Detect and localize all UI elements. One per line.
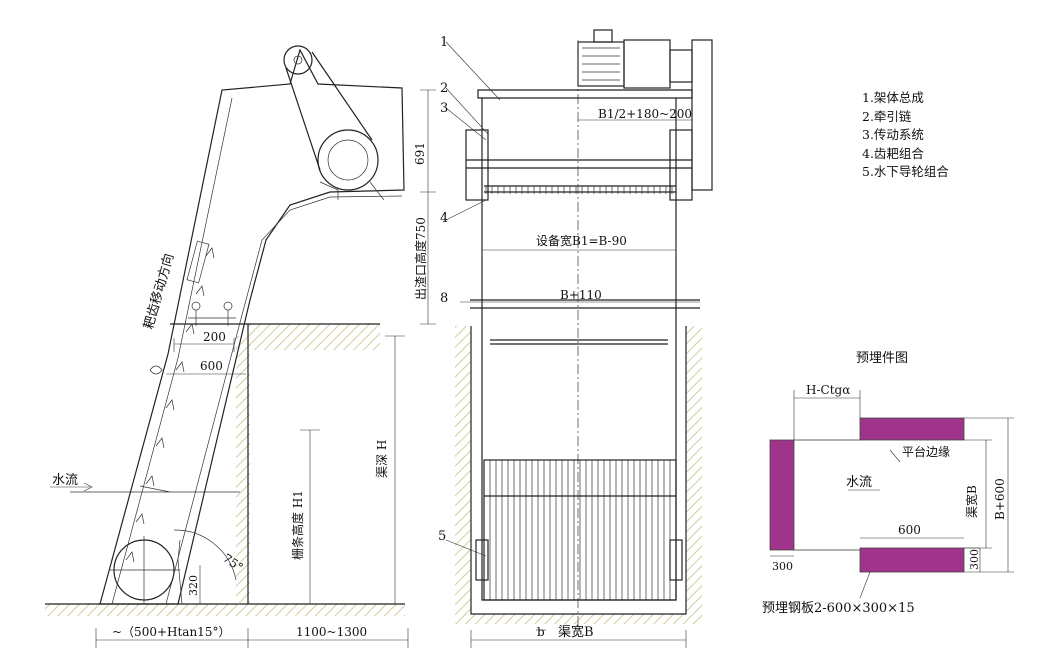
parts-legend: 1.架体总成 2.牵引链 3.传动系统 4.齿耙组合 5.水下导轮组合 xyxy=(862,89,949,182)
plate-bottom xyxy=(859,547,965,573)
legend-item-3: 3.传动系统 xyxy=(862,127,924,142)
frame-outline xyxy=(99,48,405,605)
embed-dim-300-left: 300 xyxy=(772,560,793,573)
platform-hatch xyxy=(248,324,380,350)
embed-water-flow: 水流 xyxy=(846,475,872,490)
bar-screen xyxy=(475,459,683,601)
embed-dim-600: 600 xyxy=(898,523,921,537)
bottom-right-dim: 1100~1300 xyxy=(296,625,367,639)
channel-depth-label: 渠深 H xyxy=(375,440,389,478)
embed-title: 预埋件图 xyxy=(856,351,908,366)
ground-hatch-left xyxy=(45,604,405,616)
label-1: 1 xyxy=(440,35,448,50)
grille-height-label: 栅条高度 H1 xyxy=(290,490,305,560)
label-3: 3 xyxy=(440,101,448,116)
drive-pulley xyxy=(317,129,379,191)
steel-plate-label: 预埋钢板2-600×300×15 xyxy=(762,601,915,616)
dim-320: 320 xyxy=(187,575,200,596)
b-mark: b xyxy=(537,625,545,639)
label-5: 5 xyxy=(438,529,446,544)
front-ground-right xyxy=(686,326,702,614)
h-ctg-dim: H-Ctgα xyxy=(806,383,850,397)
rake-direction-label: 耙齿移动方向 xyxy=(140,252,177,331)
label-8: 8 xyxy=(440,291,448,306)
dim-200: 200 xyxy=(203,330,226,344)
top-sprocket xyxy=(283,45,313,75)
channel-wall-hatch xyxy=(236,336,250,604)
equipment-width-dim: 设备宽B1=B-90 xyxy=(536,233,627,248)
embed-view: 预埋件图 H-Ctgα 平台边缘 水流 渠宽B B+600 600 300 30… xyxy=(762,351,1014,616)
front-frame xyxy=(481,98,677,601)
embed-b-plus-600: B+600 xyxy=(993,478,1007,520)
legend-item-4: 4.齿耙组合 xyxy=(862,145,924,161)
embed-dim-300-right: 300 xyxy=(968,549,981,570)
label-4: 4 xyxy=(440,211,448,226)
legend-item-2: 2.牵引链 xyxy=(862,108,912,124)
embed-channel-width: 渠宽B xyxy=(964,485,979,518)
plate-top xyxy=(859,417,965,441)
plate-left xyxy=(769,439,795,551)
front-view: 1 2 3 4 5 8 B1/2+180~200 设备宽B1=B-90 B+11… xyxy=(438,29,713,648)
label-2: 2 xyxy=(440,81,448,96)
front-ground-left xyxy=(455,326,471,614)
side-view: 耙齿移动方向 水流 200 600 320 75° 栅条高度 H1 渠深 H 出… xyxy=(45,45,436,648)
legend-item-5: 5.水下导轮组合 xyxy=(862,164,949,179)
legend-item-1: 1.架体总成 xyxy=(862,90,924,105)
bottom-left-dim: ~（500+Htan15°） xyxy=(112,625,230,639)
dim-691: 691 xyxy=(413,142,427,165)
discharge-height-label: 出渣口高度750 xyxy=(413,217,428,300)
channel-width-dim: 渠宽B xyxy=(558,624,594,640)
water-flow-label: 水流 xyxy=(52,473,78,488)
drive-offset-dim: B1/2+180~200 xyxy=(598,107,692,121)
front-ground-bottom xyxy=(455,614,702,624)
outer-width-dim: B+110 xyxy=(560,288,602,302)
platform-edge-label: 平台边缘 xyxy=(902,444,950,459)
dim-600: 600 xyxy=(200,359,223,373)
